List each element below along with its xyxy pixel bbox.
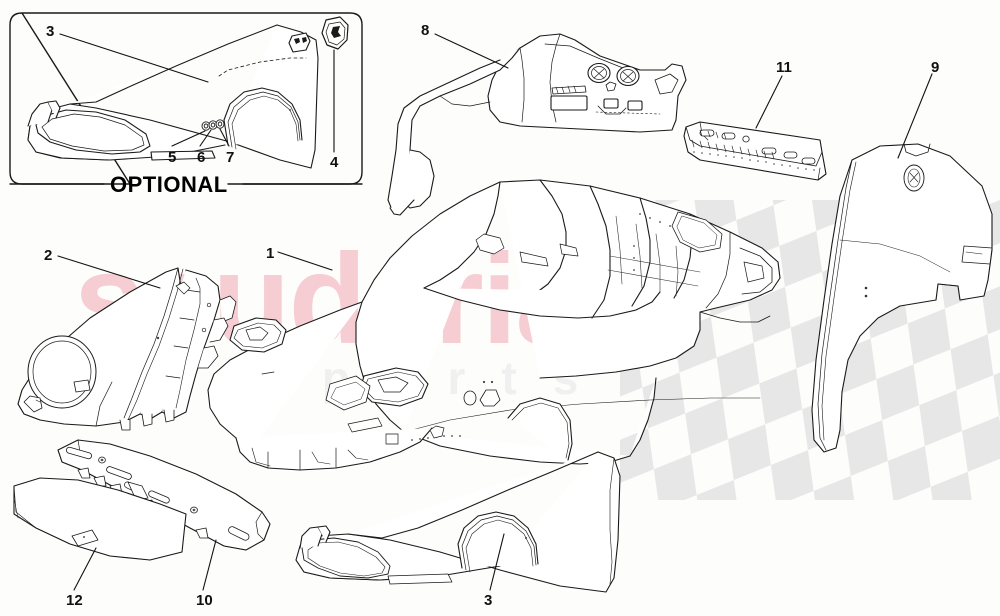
callout-10: 10: [196, 592, 213, 609]
part-1-body-shell: [207, 179, 781, 471]
callout-7: 7: [226, 149, 235, 166]
leader-8: [434, 33, 509, 69]
callout-11: 11: [776, 59, 792, 76]
callout-12: 12: [66, 592, 83, 609]
part-8-rear-inner-panel: [387, 33, 687, 216]
callout-5: 5: [168, 149, 177, 166]
callout-2: 2: [44, 247, 53, 264]
callout-4: 4: [330, 154, 339, 171]
leader-1: [277, 251, 333, 271]
leader-9: [897, 73, 933, 159]
callout-9: 9: [931, 59, 940, 76]
callout-6: 6: [197, 149, 206, 166]
leader-6: [199, 129, 212, 147]
leader-11: [755, 75, 783, 129]
leader-3-bot: [489, 533, 505, 591]
part-2-front-fender-inner: [17, 267, 237, 431]
leader-3-top: [59, 33, 209, 83]
optional-label: OPTIONAL: [110, 172, 228, 197]
part-12-roof-panel: [13, 477, 187, 561]
leader-10: [202, 539, 217, 591]
leader-5: [171, 130, 206, 147]
leader-lines: [57, 33, 933, 591]
leader-12: [73, 547, 97, 591]
callout-1: 1: [266, 245, 275, 262]
part-9-rear-quarter-panel: [811, 143, 993, 453]
part-3-front-fender-lower: [295, 451, 621, 593]
leader-2: [57, 255, 161, 289]
part-3-optional-fender: [27, 16, 349, 169]
part-11-reinforcement-beam: [683, 121, 827, 181]
callout-8: 8: [421, 22, 430, 39]
leader-7: [219, 128, 230, 147]
callout-3-top: 3: [46, 23, 55, 40]
callout-3-bottom: 3: [484, 592, 493, 609]
